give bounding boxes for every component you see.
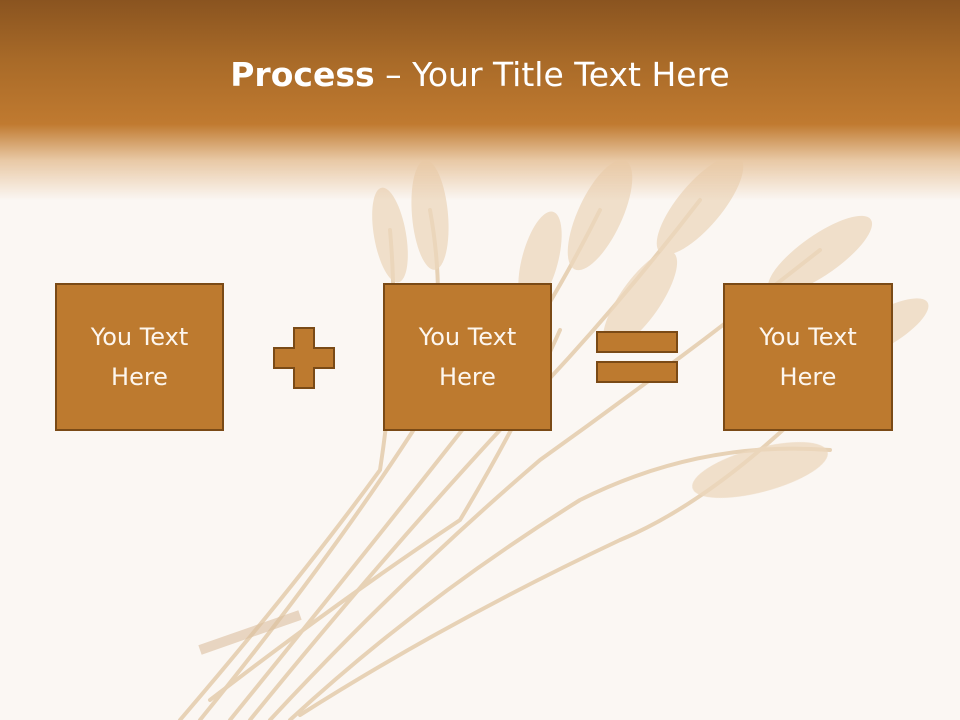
title-rest: Your Title Text Here <box>412 55 730 94</box>
process-box-1-label: You Text Here <box>90 323 189 391</box>
slide-title: Process – Your Title Text Here <box>0 54 960 96</box>
equals-icon <box>596 331 678 383</box>
title-bold: Process <box>230 55 375 94</box>
process-box-3-label: You Text Here <box>759 323 857 391</box>
title-dash: – <box>374 55 413 94</box>
process-box-3[interactable]: You Text Here <box>723 283 893 431</box>
process-box-2[interactable]: You Text Here <box>383 283 552 431</box>
process-box-1[interactable]: You Text Here <box>55 283 224 431</box>
process-box-2-label: You Text Here <box>418 323 517 391</box>
plus-icon <box>273 327 335 389</box>
header-band <box>0 0 960 200</box>
